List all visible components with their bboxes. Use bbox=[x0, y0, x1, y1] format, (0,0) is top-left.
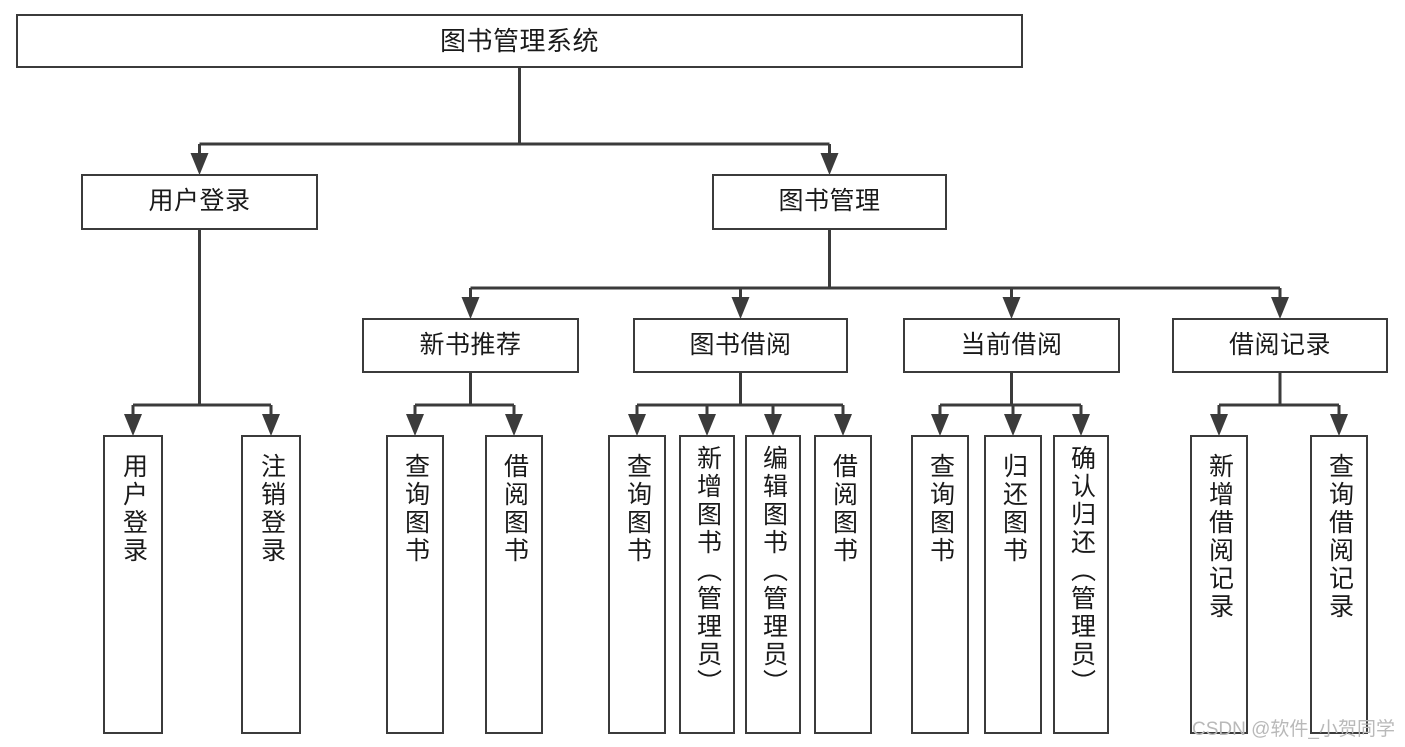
node-book-borrow[interactable]: 图书借阅 bbox=[633, 318, 848, 373]
leaf-add-borrow-record[interactable]: 新增借阅记录 bbox=[1190, 435, 1248, 734]
leaf-borrow-book-1[interactable]: 借阅图书 bbox=[485, 435, 543, 734]
node-borrow-record-label: 借阅记录 bbox=[1228, 330, 1331, 359]
leaf-query-book-1[interactable]: 查询图书 bbox=[386, 435, 444, 734]
leaf-add-book-label: 新增图书（管理员） bbox=[693, 445, 722, 697]
node-root[interactable]: 图书管理系统 bbox=[16, 14, 1023, 68]
leaf-return-book[interactable]: 归还图书 bbox=[984, 435, 1042, 734]
leaf-logout-label: 注销登录 bbox=[257, 453, 286, 565]
leaf-query-book-3[interactable]: 查询图书 bbox=[911, 435, 969, 734]
leaf-query-book-1-label: 查询图书 bbox=[401, 453, 430, 565]
node-new-book-recommend[interactable]: 新书推荐 bbox=[362, 318, 579, 373]
leaf-edit-book-label: 编辑图书（管理员） bbox=[759, 445, 788, 697]
leaf-borrow-book-2[interactable]: 借阅图书 bbox=[814, 435, 872, 734]
leaf-borrow-book-1-label: 借阅图书 bbox=[500, 453, 529, 565]
leaf-query-borrow-record-label: 查询借阅记录 bbox=[1325, 453, 1354, 621]
leaf-add-borrow-record-label: 新增借阅记录 bbox=[1205, 453, 1234, 621]
leaf-query-borrow-record[interactable]: 查询借阅记录 bbox=[1310, 435, 1368, 734]
csdn-watermark: CSDN @软件_小贺同学 bbox=[1192, 719, 1395, 740]
node-user-login[interactable]: 用户登录 bbox=[81, 174, 318, 230]
leaf-query-book-2[interactable]: 查询图书 bbox=[608, 435, 666, 734]
leaf-borrow-book-2-label: 借阅图书 bbox=[829, 453, 858, 565]
node-book-borrow-label: 图书借阅 bbox=[689, 330, 792, 359]
node-book-manage[interactable]: 图书管理 bbox=[712, 174, 947, 230]
node-user-login-label: 用户登录 bbox=[148, 187, 251, 216]
leaf-add-book[interactable]: 新增图书（管理员） bbox=[679, 435, 735, 734]
leaf-return-book-label: 归还图书 bbox=[999, 453, 1028, 565]
leaf-user-login[interactable]: 用户登录 bbox=[103, 435, 163, 734]
node-book-manage-label: 图书管理 bbox=[778, 187, 881, 216]
leaf-query-book-2-label: 查询图书 bbox=[623, 453, 652, 565]
node-borrow-record[interactable]: 借阅记录 bbox=[1172, 318, 1388, 373]
leaf-user-login-label: 用户登录 bbox=[119, 453, 148, 565]
leaf-confirm-return[interactable]: 确认归还（管理员） bbox=[1053, 435, 1109, 734]
node-root-label: 图书管理系统 bbox=[439, 25, 599, 56]
node-current-borrow[interactable]: 当前借阅 bbox=[903, 318, 1120, 373]
leaf-edit-book[interactable]: 编辑图书（管理员） bbox=[745, 435, 801, 734]
leaf-query-book-3-label: 查询图书 bbox=[926, 453, 955, 565]
node-current-borrow-label: 当前借阅 bbox=[960, 330, 1063, 359]
node-new-book-recommend-label: 新书推荐 bbox=[419, 330, 522, 359]
leaf-confirm-return-label: 确认归还（管理员） bbox=[1067, 445, 1096, 697]
leaf-logout[interactable]: 注销登录 bbox=[241, 435, 301, 734]
